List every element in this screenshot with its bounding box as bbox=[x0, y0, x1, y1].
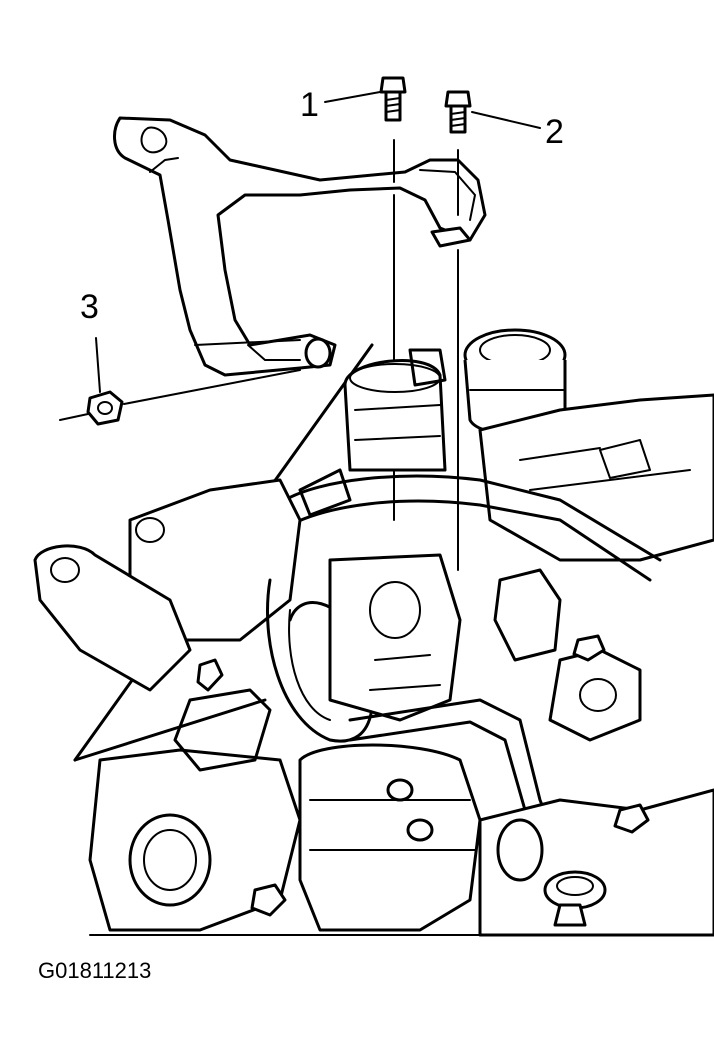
leader-1 bbox=[324, 91, 381, 103]
engine-assembly bbox=[33, 328, 714, 937]
callout-3: 3 bbox=[80, 288, 99, 326]
leader-2 bbox=[471, 111, 541, 129]
bolt-1 bbox=[379, 76, 407, 521]
callout-2: 2 bbox=[545, 113, 564, 151]
figure-id: G01811213 bbox=[38, 958, 152, 983]
bolt-2 bbox=[444, 90, 472, 571]
callout-1: 1 bbox=[300, 86, 319, 124]
engine-bracket-diagram bbox=[33, 76, 714, 937]
nut-3 bbox=[59, 337, 301, 426]
bracket bbox=[113, 116, 487, 377]
